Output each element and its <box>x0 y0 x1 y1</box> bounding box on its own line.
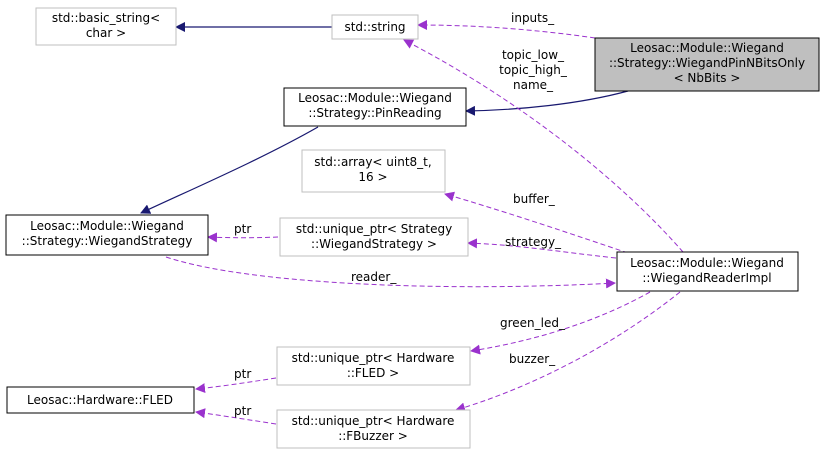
node-wiegand-strategy-line-1: Leosac::Module::Wiegand <box>30 219 184 233</box>
node-pin-nbits-only-line-3: < NbBits > <box>674 71 741 85</box>
edge-label-ptr-strategy: ptr <box>234 222 251 236</box>
node-wiegand-reader-impl[interactable]: Leosac::Module::Wiegand ::WiegandReaderI… <box>616 251 799 292</box>
edge-label-ptr-fled: ptr <box>234 367 251 381</box>
edge-label-strategy: strategy_ <box>505 235 562 249</box>
edge-buzzer <box>455 291 681 413</box>
node-pin-nbits-only-line-2: ::Strategy::WiegandPinNBitsOnly <box>609 56 805 70</box>
edge-inputs <box>417 20 596 39</box>
edge-ptr-fled <box>195 377 277 394</box>
node-pin-nbits-only-line-1: Leosac::Module::Wiegand <box>630 41 784 55</box>
edge-green-led <box>470 291 651 355</box>
edge-label-reader: reader_ <box>351 270 397 284</box>
node-uptr-fled-line-2: ::FLED > <box>347 366 399 380</box>
node-uptr-fled-line-1: std::unique_ptr< Hardware <box>292 351 455 365</box>
node-uptr-fled[interactable]: std::unique_ptr< Hardware ::FLED > <box>276 346 471 386</box>
edge-ptr-strategy <box>207 232 279 243</box>
edge-ptr-fbuzzer <box>195 408 277 425</box>
edge-label-topic-low: topic_low_ <box>502 48 565 62</box>
node-wiegand-reader-impl-line-1: Leosac::Module::Wiegand <box>630 256 784 270</box>
node-uptr-strategy-line-1: std::unique_ptr< Strategy <box>296 222 452 236</box>
node-wiegand-strategy-line-2: ::Strategy::WiegandStrategy <box>22 234 193 248</box>
node-pin-nbits-only[interactable]: Leosac::Module::Wiegand ::Strategy::Wieg… <box>594 37 820 92</box>
node-std-string-line-1: std::string <box>344 20 405 34</box>
node-std-array[interactable]: std::array< uint8_t, 16 > <box>301 149 446 193</box>
node-pin-reading-line-2: ::Strategy::PinReading <box>308 106 441 120</box>
edge-buffer <box>444 191 629 254</box>
edge-strategy <box>467 238 617 259</box>
node-uptr-strategy[interactable]: std::unique_ptr< Strategy ::WiegandStrat… <box>279 217 469 257</box>
node-wiegand-reader-impl-line-2: ::WiegandReaderImpl <box>642 271 771 285</box>
node-pin-reading-line-1: Leosac::Module::Wiegand <box>298 91 452 105</box>
node-wiegand-strategy[interactable]: Leosac::Module::Wiegand ::Strategy::Wieg… <box>5 214 209 256</box>
edge-label-name: name_ <box>513 78 554 92</box>
node-uptr-fbuzzer-line-2: ::FBuzzer > <box>338 429 408 443</box>
edge-label-green-led: green_led_ <box>500 316 566 330</box>
edge-pin-nbits-to-pin-reading <box>465 90 629 116</box>
edge-pin-reading-to-wiegand-strategy <box>140 126 319 214</box>
node-basic-string-line-2: char > <box>86 26 126 40</box>
edge-label-topic-high: topic_high_ <box>499 63 568 77</box>
node-pin-reading[interactable]: Leosac::Module::Wiegand ::Strategy::PinR… <box>283 87 467 127</box>
node-std-array-line-1: std::array< uint8_t, <box>314 155 431 169</box>
edge-topic <box>403 39 684 253</box>
edge-reader <box>165 256 616 289</box>
node-fled[interactable]: Leosac::Hardware::FLED <box>6 386 195 414</box>
edge-label-buffer: buffer_ <box>513 192 556 206</box>
node-uptr-strategy-line-2: ::WiegandStrategy > <box>311 237 437 251</box>
node-fled-line-1: Leosac::Hardware::FLED <box>27 393 173 407</box>
node-uptr-fbuzzer[interactable]: std::unique_ptr< Hardware ::FBuzzer > <box>276 409 471 449</box>
edge-label-ptr-fbuzzer: ptr <box>234 404 251 418</box>
node-basic-string[interactable]: std::basic_string< char > <box>35 7 177 46</box>
node-uptr-fbuzzer-line-1: std::unique_ptr< Hardware <box>292 414 455 428</box>
edge-label-inputs: inputs_ <box>511 11 555 25</box>
node-std-string[interactable]: std::string <box>331 14 419 40</box>
node-std-array-line-2: 16 > <box>358 170 387 184</box>
edge-label-buzzer: buzzer_ <box>509 352 556 366</box>
node-basic-string-line-1: std::basic_string< <box>52 11 160 25</box>
